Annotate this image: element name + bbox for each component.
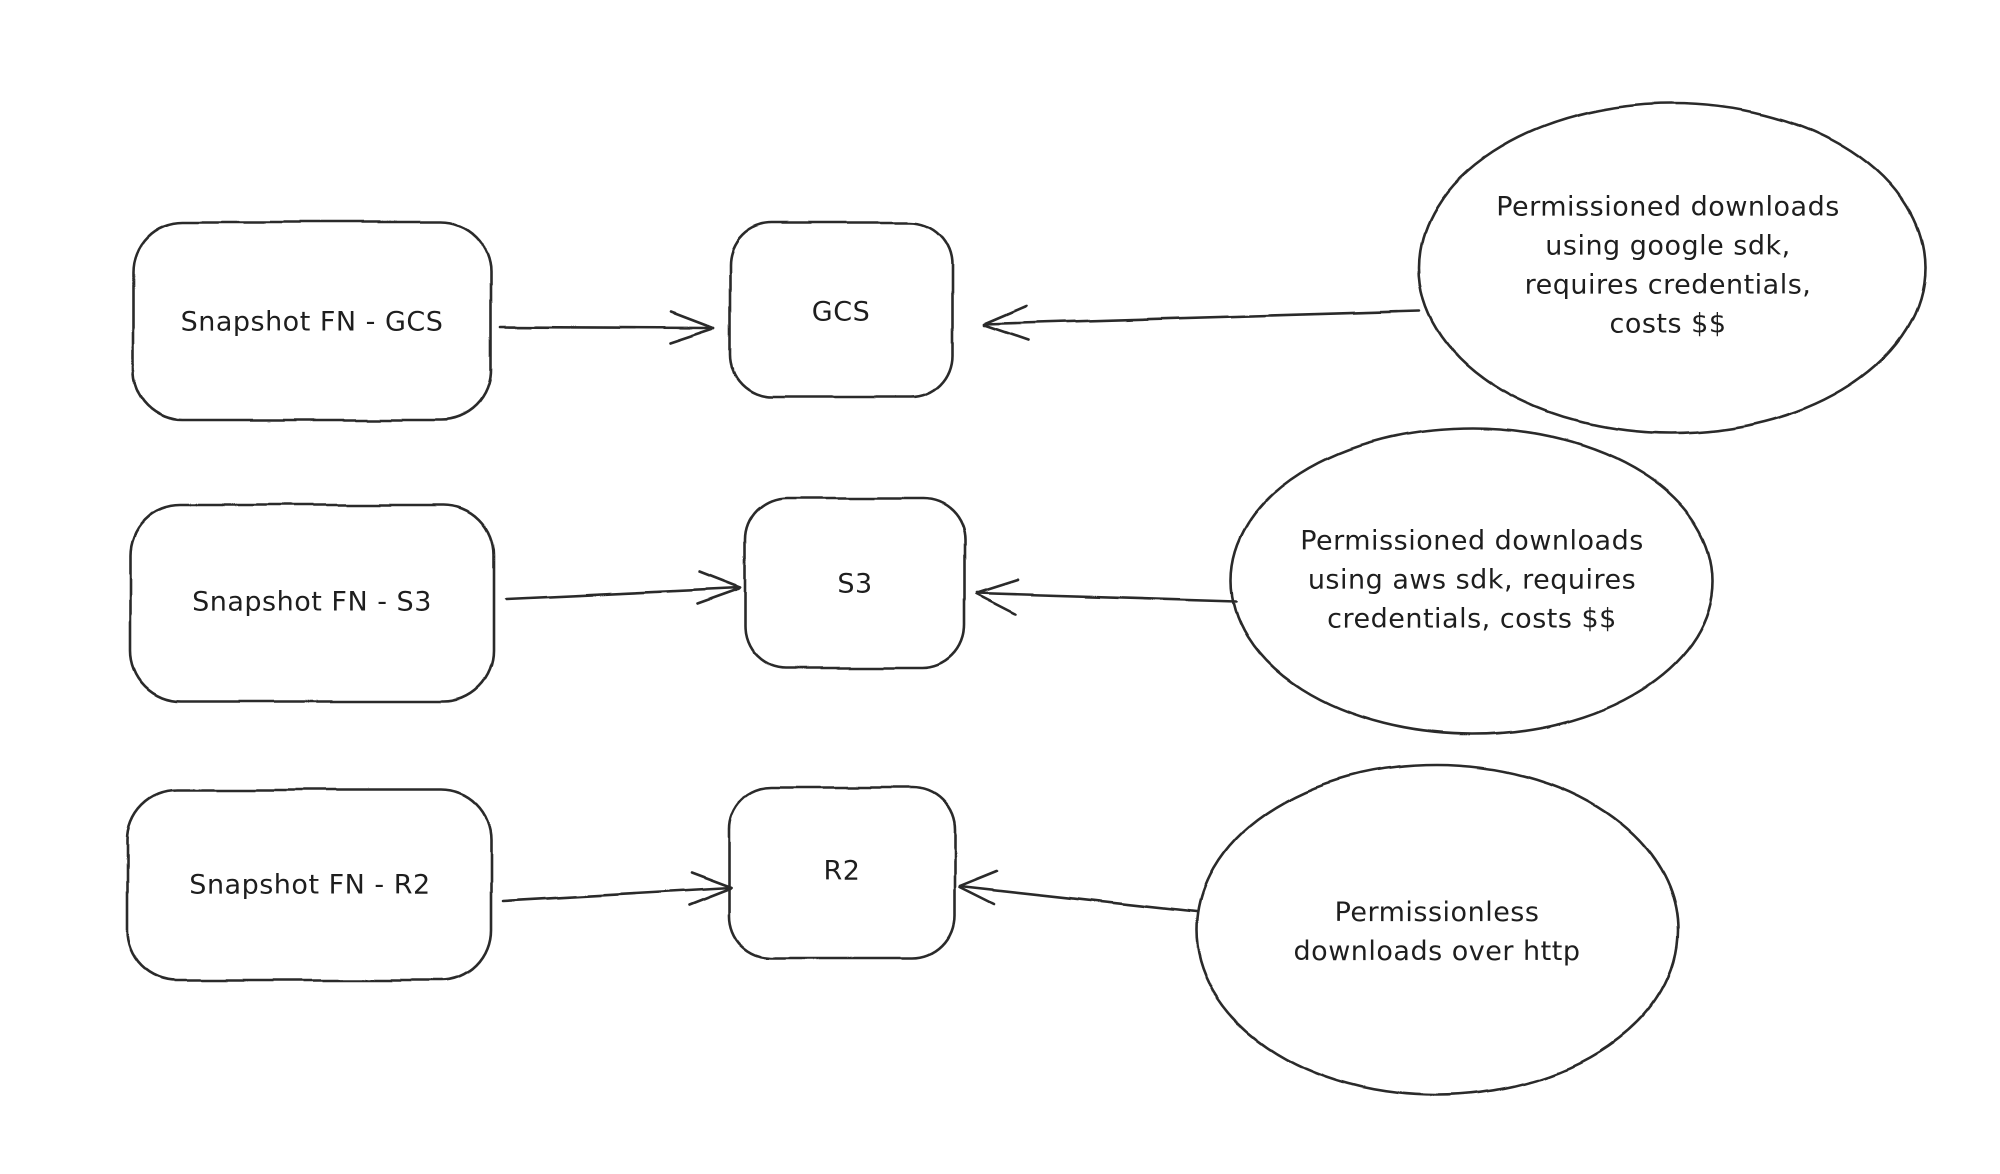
- note-ellipse-r2-shape: [1194, 763, 1680, 1097]
- arrow-note-to-r2: [958, 869, 1198, 914]
- arrow-note-to-gcs: [982, 304, 1422, 342]
- source-node-s3-shape: [128, 503, 496, 703]
- target-node-r2-label: R2: [823, 855, 861, 887]
- note-ellipse-gcs-shape: [1417, 101, 1927, 435]
- source-node-r2-shape: [125, 788, 493, 982]
- note-r2-text: Permissionless downloads over http: [1293, 896, 1581, 967]
- target-node-gcs-shape: [728, 221, 954, 399]
- target-node-gcs-label: GCS: [811, 296, 871, 328]
- source-node-r2-label: Snapshot FN - R2: [189, 869, 431, 901]
- note-gcs-text: Permissioned downloads using google sdk,…: [1496, 191, 1840, 341]
- arrow-source-to-gcs: [498, 310, 716, 345]
- target-node-s3-shape: [743, 496, 967, 670]
- note-ellipse-s3-shape: [1229, 426, 1715, 736]
- note-s3-text: Permissioned downloads using aws sdk, re…: [1300, 525, 1644, 635]
- source-node-gcs-label: Snapshot FN - GCS: [180, 306, 444, 338]
- arrow-source-to-r2: [501, 871, 733, 907]
- target-node-s3-label: S3: [837, 568, 873, 600]
- target-node-r2-shape: [727, 786, 957, 960]
- source-node-gcs-shape: [131, 220, 493, 422]
- arrow-source-to-s3: [504, 570, 742, 606]
- arrow-note-to-s3: [975, 578, 1238, 616]
- source-node-s3-label: Snapshot FN - S3: [192, 586, 432, 618]
